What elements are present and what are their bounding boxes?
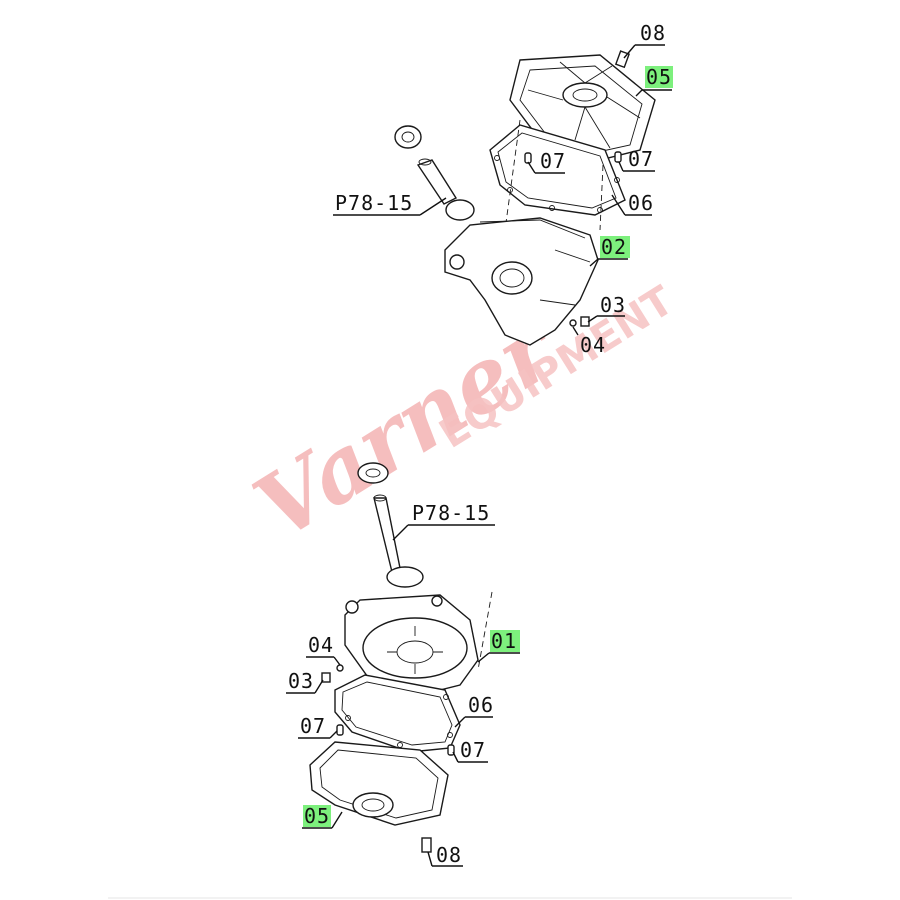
- svg-text:P78-15: P78-15: [335, 191, 413, 215]
- svg-text:06: 06: [628, 191, 654, 215]
- svg-text:08: 08: [640, 21, 666, 45]
- bottom-cover-plate: [309, 741, 449, 826]
- bottom-shaft: [357, 462, 424, 588]
- bottom-label-04: 04: [306, 633, 341, 666]
- svg-text:02: 02: [601, 235, 627, 259]
- top-gasket: [489, 124, 626, 216]
- bottom-label-08: 08: [427, 843, 463, 867]
- bottom-label-07b: 07: [452, 738, 488, 763]
- top-label-07a: 07: [527, 149, 566, 174]
- svg-text:03: 03: [288, 669, 314, 693]
- highlight-05: [303, 805, 331, 827]
- bottom-housing: [344, 594, 479, 696]
- svg-text:07: 07: [628, 147, 654, 171]
- bottom-label-06: 06: [454, 693, 494, 728]
- top-label-07b: 07: [618, 147, 655, 172]
- highlight-02: [600, 236, 630, 258]
- top-dowel-07b: [614, 151, 622, 163]
- bottom-washer-04: [336, 664, 344, 672]
- svg-text:01: 01: [491, 629, 517, 653]
- top-label-02: 02: [589, 235, 630, 267]
- highlight-01: [490, 630, 520, 652]
- top-assembly-line-1: [504, 119, 521, 231]
- svg-text:05: 05: [646, 65, 672, 89]
- top-label-06: 06: [611, 191, 654, 216]
- top-label-05: 05: [635, 65, 673, 97]
- top-assembly-line-2: [599, 164, 604, 231]
- top-label-08: 08: [623, 21, 666, 59]
- bottom-assembly: P78-15 01 04 03 06 07 07: [286, 462, 520, 867]
- top-assembly: 08 05 07 07 06 P78-15 02: [333, 21, 673, 357]
- highlight-05: [645, 66, 673, 88]
- top-housing: [444, 217, 599, 346]
- top-label-p78-15: P78-15: [333, 191, 447, 216]
- top-dowel-07a: [524, 152, 532, 164]
- svg-text:04: 04: [308, 633, 334, 657]
- svg-text:06: 06: [468, 693, 494, 717]
- svg-text:03: 03: [600, 293, 626, 317]
- bottom-label-p78-15: P78-15: [392, 501, 495, 541]
- bottom-label-07a: 07: [298, 714, 338, 739]
- bottom-label-01: 01: [477, 629, 520, 663]
- svg-text:04: 04: [580, 333, 606, 357]
- svg-text:07: 07: [460, 738, 486, 762]
- bottom-label-05: 05: [302, 804, 343, 829]
- top-label-03: 03: [587, 293, 626, 323]
- top-label-04: 04: [572, 326, 606, 357]
- svg-text:05: 05: [304, 804, 330, 828]
- bottom-assembly-line: [477, 591, 493, 671]
- svg-text:08: 08: [436, 843, 462, 867]
- bottom-bolt-03: [321, 672, 331, 683]
- bottom-bolt-08: [421, 837, 432, 853]
- top-washer-04: [569, 319, 577, 327]
- bottom-dowel-07a: [336, 724, 344, 736]
- bottom-label-03: 03: [286, 669, 324, 694]
- top-shaft: [394, 125, 475, 221]
- svg-text:07: 07: [300, 714, 326, 738]
- svg-text:P78-15: P78-15: [412, 501, 490, 525]
- svg-text:07: 07: [540, 149, 566, 173]
